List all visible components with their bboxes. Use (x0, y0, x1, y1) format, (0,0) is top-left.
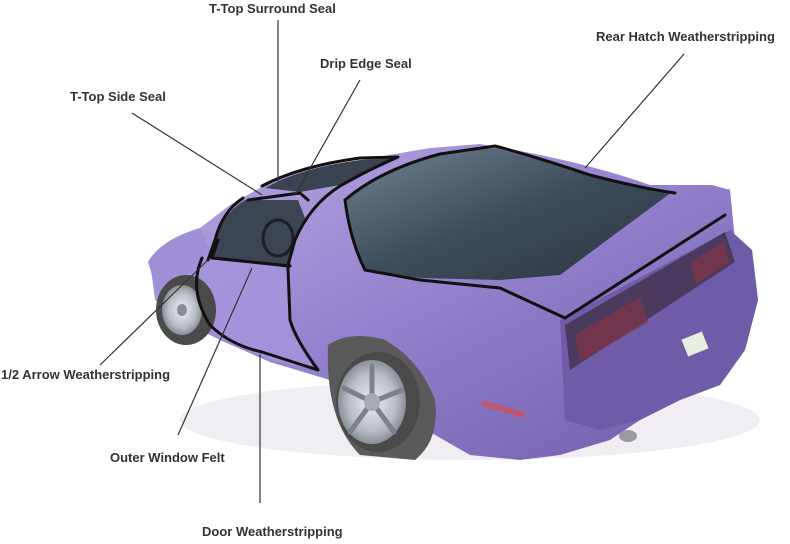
seal-rear-hatch (343, 144, 677, 202)
label-outer-window-felt: Outer Window Felt (110, 450, 225, 465)
leader-drip-edge (294, 79, 361, 196)
seal-outer-window-felt (210, 256, 292, 268)
front-wheel (156, 275, 216, 345)
rear-wheel (327, 336, 436, 460)
tail-light-red-right (690, 242, 730, 284)
leader-half-arrow (99, 257, 211, 366)
label-rear-hatch-weatherstripping: Rear Hatch Weatherstripping (596, 29, 775, 44)
t-top-panel (265, 158, 398, 192)
seal-t-top-surround (260, 155, 400, 267)
leader-t-top-side (131, 112, 263, 196)
side-window (212, 200, 305, 268)
door-panel (190, 258, 315, 370)
side-reflector (482, 400, 525, 418)
rear-hatch-glass (345, 148, 672, 280)
leader-outer-window-felt (177, 267, 253, 436)
seal-rear-hatch-lower (343, 198, 727, 320)
exhaust-pipe (619, 430, 637, 442)
seal-door (195, 256, 320, 372)
label-t-top-side-seal: T-Top Side Seal (70, 89, 166, 104)
front-fender (148, 228, 210, 300)
leader-rear-hatch (584, 53, 685, 169)
label-door-weatherstripping: Door Weatherstripping (202, 524, 343, 539)
seal-t-top-side (206, 196, 245, 262)
label-t-top-surround-seal: T-Top Surround Seal (209, 1, 336, 16)
rear-fascia (560, 230, 758, 430)
steering-wheel (261, 218, 295, 258)
tail-light-red (575, 297, 648, 362)
label-half-arrow-weatherstripping: 1/2 Arrow Weatherstripping (1, 367, 171, 382)
label-drip-edge-seal: Drip Edge Seal (320, 56, 412, 71)
seal-drip-edge (246, 191, 310, 202)
license-plate (681, 331, 709, 357)
